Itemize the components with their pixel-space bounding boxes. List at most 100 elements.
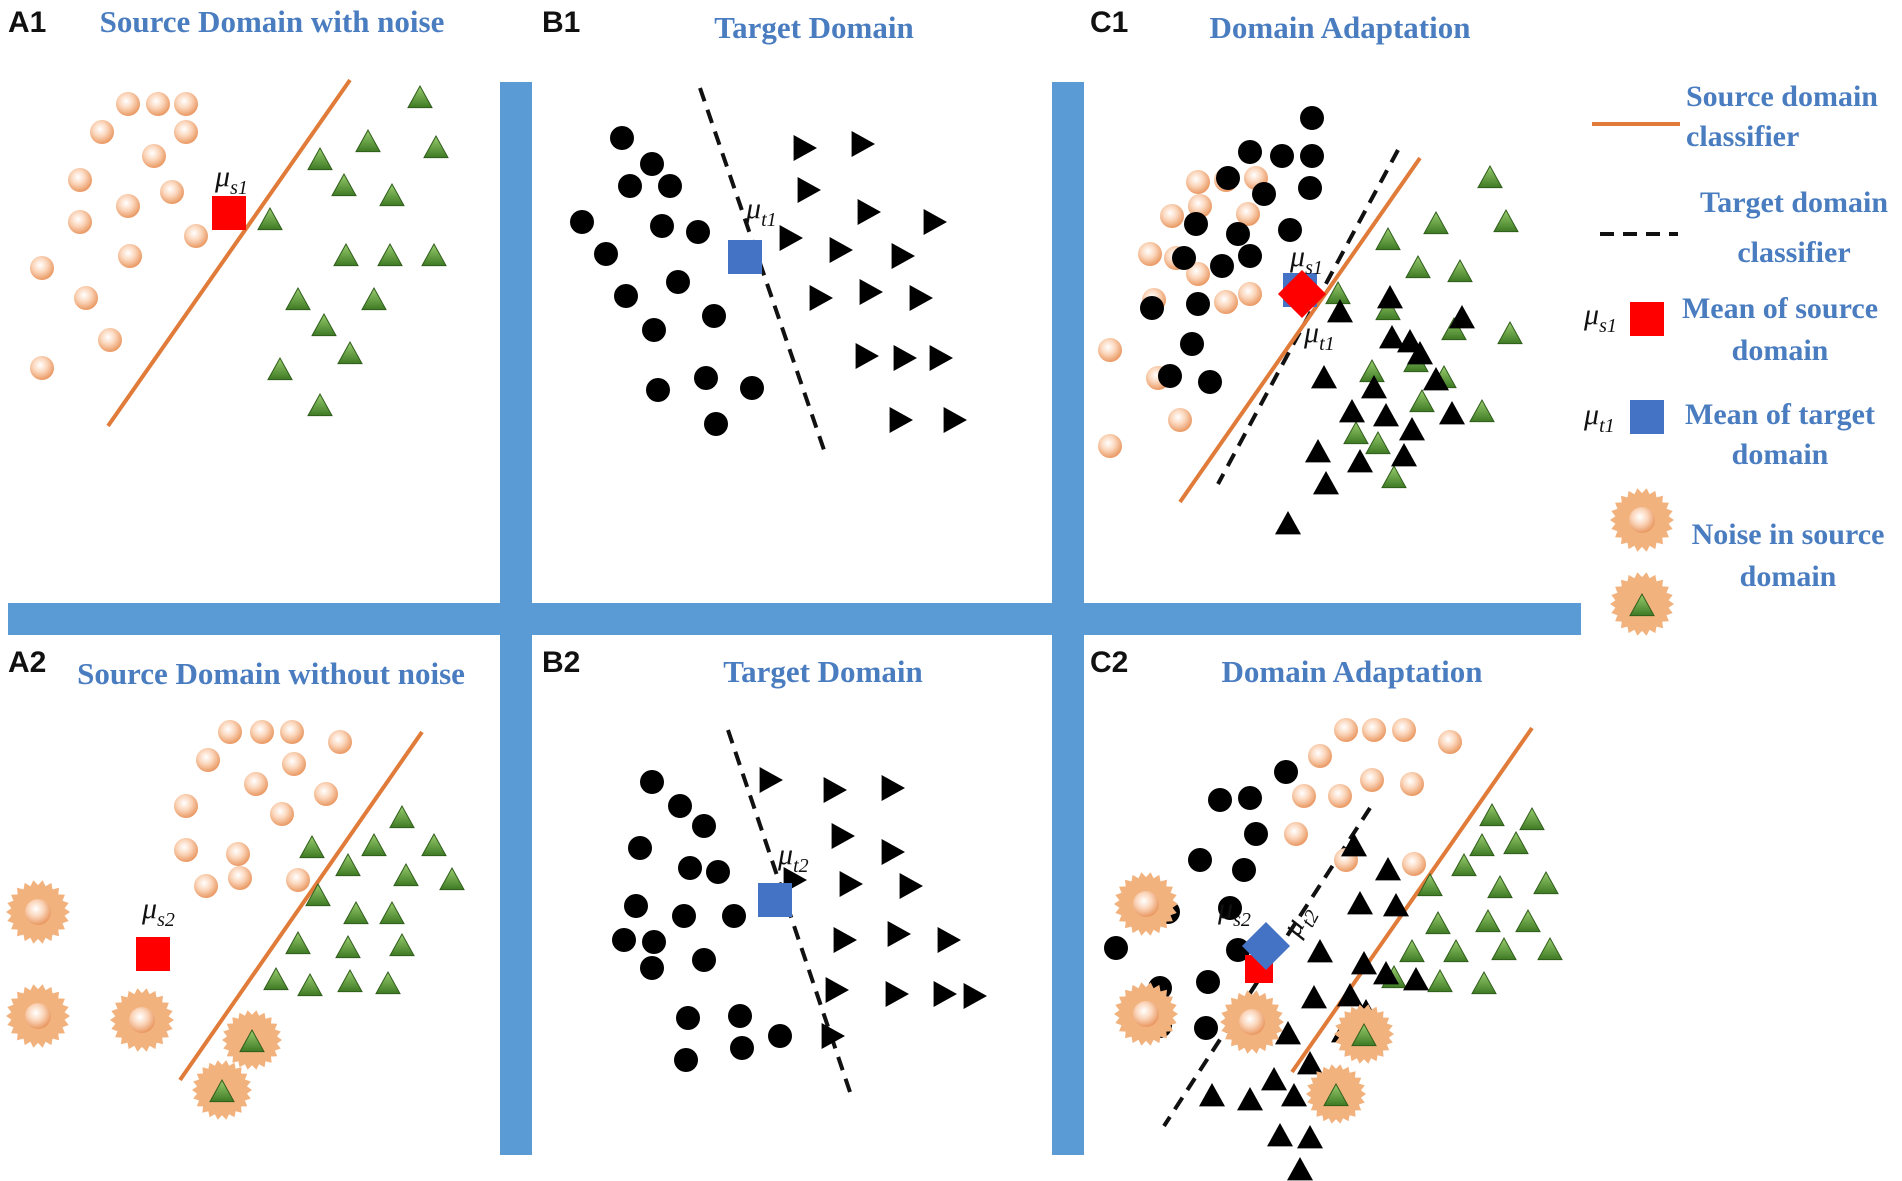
- target-triangle-marker: [1339, 399, 1365, 423]
- target-circle-marker: [1196, 970, 1220, 994]
- source-triangle-marker: [423, 134, 449, 159]
- source-triangle-marker: [1381, 464, 1407, 489]
- source-circle-marker: [116, 194, 140, 218]
- legend-mean-source-line2: domain: [1732, 334, 1829, 367]
- source-circle-marker: [160, 180, 184, 204]
- target-circle-marker: [642, 930, 666, 954]
- source-triangle-marker: [297, 972, 323, 997]
- source-circle-marker: [218, 720, 242, 744]
- panel-title-b2: Target Domain: [723, 654, 923, 689]
- source-circle-marker: [184, 224, 208, 248]
- target-mean-marker-b2: [758, 883, 792, 917]
- target-circle-marker: [1104, 936, 1128, 960]
- legend-mean-source-symbol: μs1: [1583, 298, 1617, 337]
- source-circle-marker: [25, 1003, 51, 1029]
- source-circle-marker: [1400, 772, 1424, 796]
- source-circle-marker: [1160, 204, 1184, 228]
- source-circle-marker: [1236, 202, 1260, 226]
- target-triangle-marker: [1407, 341, 1433, 365]
- source-triangle-marker: [1399, 938, 1425, 963]
- target-circle-marker: [1232, 858, 1256, 882]
- source-circle-marker: [68, 210, 92, 234]
- source-triangle-marker: [1477, 164, 1503, 189]
- target-triangle-marker: [1379, 325, 1405, 349]
- source-circle-marker: [1186, 262, 1210, 286]
- target-triangle-marker: [1375, 857, 1401, 881]
- mean-label-a2: μs2: [141, 892, 175, 931]
- source-triangle-marker: [1519, 806, 1545, 831]
- target-triangle-marker: [1297, 1125, 1323, 1149]
- source-triangle-marker: [439, 866, 465, 891]
- source-triangle-marker: [335, 852, 361, 877]
- source-triangle-marker: [267, 356, 293, 381]
- source-circle-marker: [196, 748, 220, 772]
- source-triangle-marker: [1537, 936, 1563, 961]
- source-classifier-line-c1: [1178, 156, 1422, 504]
- source-circle-marker: [1238, 282, 1262, 306]
- source-circle-marker: [194, 874, 218, 898]
- source-triangle-marker: [1493, 208, 1519, 233]
- source-circle-marker: [1239, 1009, 1265, 1035]
- target-circle-marker: [618, 174, 642, 198]
- target-circle-marker: [1172, 246, 1196, 270]
- target-triangle-marker: [1351, 951, 1377, 975]
- target-triangle-marker: [1373, 403, 1399, 427]
- target-triangle-marker: [1275, 511, 1301, 535]
- target-triangle-marker: [823, 777, 847, 803]
- panel-tag-c1: C1: [1090, 6, 1128, 39]
- source-classifier-line-a1: [106, 78, 352, 428]
- target-triangle-marker: [1439, 401, 1465, 425]
- target-triangle-marker: [937, 927, 961, 953]
- target-circle-marker: [1218, 896, 1242, 920]
- target-circle-marker: [1194, 1016, 1218, 1040]
- source-circle-marker: [142, 144, 166, 168]
- target-circle-marker: [640, 152, 664, 176]
- source-circle-marker: [1133, 891, 1159, 917]
- source-triangle-marker: [1417, 872, 1443, 897]
- mean-label-c1-source: μs1: [1289, 240, 1323, 279]
- target-circle-marker: [692, 814, 716, 838]
- target-triangle-marker: [1391, 443, 1417, 467]
- panel-tag-c2: C2: [1090, 646, 1128, 679]
- source-triangle-marker: [379, 900, 405, 925]
- target-triangle-marker: [833, 927, 857, 953]
- source-circle-marker: [74, 286, 98, 310]
- target-circle-marker: [640, 770, 664, 794]
- source-circle-marker: [1138, 242, 1162, 266]
- source-triangle-marker: [1423, 210, 1449, 235]
- target-circle-marker: [702, 304, 726, 328]
- legend-mean-target-symbol: μt1: [1583, 398, 1615, 437]
- panel-title-c1: Domain Adaptation: [1210, 10, 1471, 45]
- source-triangle-marker: [1375, 296, 1401, 321]
- target-circle-marker: [730, 1036, 754, 1060]
- source-triangle-marker: [1425, 910, 1451, 935]
- source-triangle-marker: [393, 862, 419, 887]
- panel-tag-b2: B2: [542, 646, 580, 679]
- target-triangle-marker: [831, 823, 855, 849]
- source-triangle-marker: [1351, 1022, 1377, 1047]
- source-triangle-marker: [337, 340, 363, 365]
- target-circle-marker: [594, 242, 618, 266]
- legend-mean-target-line2: domain: [1732, 438, 1829, 471]
- source-triangle-marker: [375, 970, 401, 995]
- target-circle-marker: [768, 1024, 792, 1048]
- panel-tag-a2: A2: [8, 646, 46, 679]
- target-triangle-marker: [1347, 449, 1373, 473]
- source-triangle-marker: [1503, 830, 1529, 855]
- target-triangle-marker: [1313, 471, 1339, 495]
- target-triangle-marker: [825, 977, 849, 1003]
- source-triangle-marker: [1409, 388, 1435, 413]
- source-triangle-marker: [1533, 870, 1559, 895]
- target-mean-marker-b1: [728, 240, 762, 274]
- source-triangle-marker: [377, 242, 403, 267]
- target-triangle-marker: [1261, 1067, 1287, 1091]
- target-circle-marker: [1244, 822, 1268, 846]
- source-classifier-line-c2: [1290, 726, 1534, 1074]
- source-circle-marker: [174, 92, 198, 116]
- mean-label-c1-target: μt1: [1303, 316, 1335, 355]
- legend-mean-target-line1: Mean of target: [1685, 398, 1875, 431]
- target-triangle-marker: [857, 199, 881, 225]
- source-circle-marker: [1392, 718, 1416, 742]
- target-triangle-marker: [839, 871, 863, 897]
- target-circle-marker: [678, 856, 702, 880]
